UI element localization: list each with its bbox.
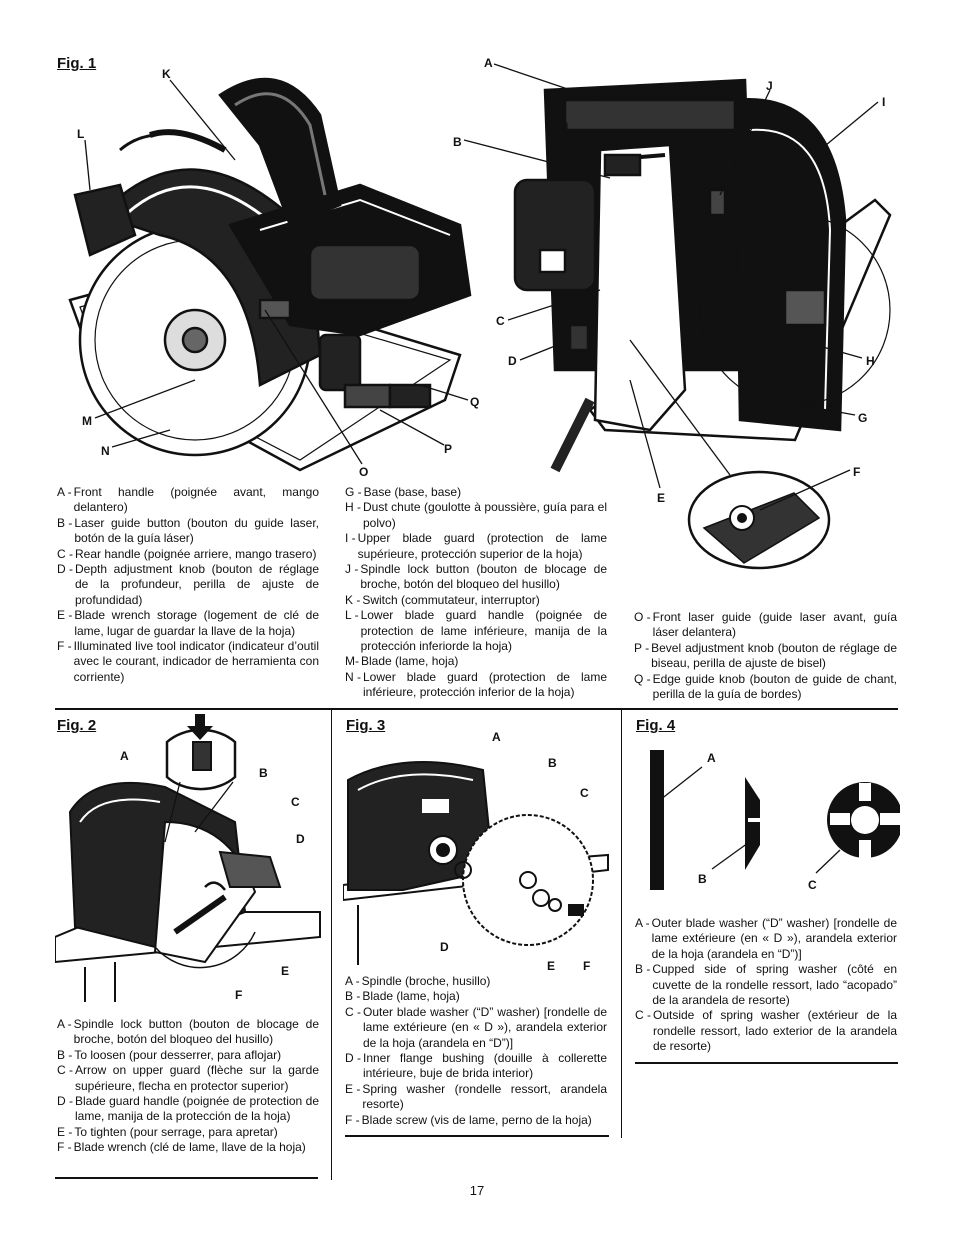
fig1-callout-b: B xyxy=(453,135,462,149)
fig4-callout-b: B xyxy=(698,872,707,886)
legend-item: C -Arrow on upper guard (flèche sur la g… xyxy=(57,1063,319,1093)
fig1-callout-e: E xyxy=(657,491,666,505)
legend-item: D -Depth adjustment knob (bouton de régl… xyxy=(57,562,319,607)
legend-item: N -Lower blade guard (protection de lame… xyxy=(345,669,607,700)
fig1-callout-p: P xyxy=(444,442,453,456)
legend-item: P -Bevel adjustment knob (bouton de régl… xyxy=(634,640,897,671)
legend-item: B -To loosen (pour desserrer, para afloj… xyxy=(57,1047,282,1062)
fig4-callout-c: C xyxy=(808,878,817,892)
legend-item: F -Blade wrench (clé de lame, llave de l… xyxy=(57,1140,306,1155)
legend-item: C -Rear handle (poignée arriere, mango t… xyxy=(57,546,317,561)
legend-item: H -Dust chute (goulotte à poussière, guí… xyxy=(345,500,607,530)
fig1-callout-i-lower: I xyxy=(565,120,569,134)
fig2-callout-a: A xyxy=(120,749,129,763)
legend-item: K -Switch (commutateur, interruptor) xyxy=(345,592,540,607)
fig4-bottom-rule xyxy=(635,1062,898,1064)
fig1-bottom-rule xyxy=(55,708,898,710)
legend-item: A -Spindle lock button (bouton de blocag… xyxy=(57,1017,319,1047)
fig1-callout-d: D xyxy=(508,354,517,368)
legend-item: B -Cupped side of spring washer (côté en… xyxy=(635,962,897,1008)
fig2-callout-f: F xyxy=(235,988,243,1002)
fig2-legend: A -Spindle lock button (bouton de blocag… xyxy=(57,1017,319,1156)
fig1-callout-g: G xyxy=(858,411,868,425)
legend-item: B -Blade (lame, hoja) xyxy=(345,989,460,1004)
fig2-callout-c: C xyxy=(291,795,300,809)
fig3-illustration xyxy=(343,761,609,965)
fig3-callout-d: D xyxy=(440,940,449,954)
legend-item: D -Blade guard handle (poignée de protec… xyxy=(57,1094,319,1124)
fig2-bottom-rule xyxy=(55,1177,318,1179)
page-number: 17 xyxy=(469,1183,485,1198)
fig1-callout-i-upper: I xyxy=(882,95,886,109)
legend-item: E -Spring washer (rondelle ressort, aran… xyxy=(345,1081,607,1112)
legend-item: O -Front laser guide (guide laser avant,… xyxy=(634,610,897,640)
fig1-title: Fig. 1 xyxy=(57,55,97,72)
divider-left xyxy=(331,710,332,1180)
fig1-callout-f: F xyxy=(853,465,861,479)
fig1-legend-col2: G -Base (base, base) H -Dust chute (goul… xyxy=(345,485,607,701)
fig1-callout-k: K xyxy=(162,67,171,81)
legend-item: B -Laser guide button (bouton du guide l… xyxy=(57,515,319,546)
fig1-callout-c: C xyxy=(496,314,505,328)
fig1-leader-lines xyxy=(84,63,879,511)
legend-item: C -Outside of spring washer (extérieur d… xyxy=(635,1008,897,1054)
fig1-saw-left-illustration xyxy=(68,77,472,472)
fig1-callout-l: L xyxy=(77,127,85,141)
fig3-callout-b: B xyxy=(548,756,557,770)
legend-item: E -Blade wrench storage (logement de clé… xyxy=(57,608,319,638)
legend-item: J -Spindle lock button (bouton de blocag… xyxy=(345,562,607,592)
fig3-callout-f: F xyxy=(583,959,591,973)
legend-item: L -Lower blade guard handle (poignée de … xyxy=(345,608,607,654)
fig1-callout-q: Q xyxy=(470,395,480,409)
legend-item: I -Upper blade guard (protection de lame… xyxy=(345,531,607,561)
fig4-callout-a: A xyxy=(707,751,716,765)
fig3-callout-c: C xyxy=(580,786,589,800)
legend-item: E -To tighten (pour serrage, para apreta… xyxy=(57,1124,278,1139)
fig1-callout-n: N xyxy=(101,444,110,458)
fig2-callout-e: E xyxy=(281,964,290,978)
legend-item: A -Outer blade washer (“D” washer) [rond… xyxy=(635,916,897,961)
legend-item: Q -Edge guide knob (bouton de guide de c… xyxy=(634,671,897,702)
fig3-bottom-rule xyxy=(345,1135,609,1137)
legend-item: A -Front handle (poignée avant, mango de… xyxy=(57,485,319,515)
fig3-title: Fig. 3 xyxy=(346,717,386,734)
fig1-callout-a: A xyxy=(484,56,493,70)
legend-item: F -Illuminated live tool indicator (indi… xyxy=(57,639,319,684)
fig3-callout-a: A xyxy=(492,730,501,744)
fig1-callout-h: H xyxy=(866,354,875,368)
fig4-legend: A -Outer blade washer (“D” washer) [rond… xyxy=(635,916,897,1055)
legend-item: M-Blade (lame, hoja) xyxy=(345,654,459,669)
legend-item: C -Outer blade washer (“D” washer) [rond… xyxy=(345,1004,607,1050)
legend-item: D -Inner flange bushing (douille à colle… xyxy=(345,1051,607,1081)
fig1-legend-col3: O -Front laser guide (guide laser avant,… xyxy=(634,610,897,702)
fig2-callout-d: D xyxy=(296,832,305,846)
fig2-illustration xyxy=(55,714,321,1002)
fig1-legend-col1: A -Front handle (poignée avant, mango de… xyxy=(57,485,319,685)
fig1-callout-j: J xyxy=(766,79,773,93)
legend-item: A -Spindle (broche, husillo) xyxy=(345,974,491,988)
legend-item: G -Base (base, base) xyxy=(345,485,462,499)
fig1-callout-m: M xyxy=(82,414,92,428)
fig2-title: Fig. 2 xyxy=(57,717,97,734)
divider-right xyxy=(621,710,622,1138)
fig1-indicator-inset xyxy=(687,470,831,570)
fig1-callout-o: O xyxy=(359,465,369,479)
legend-item: F -Blade screw (vis de lame, perno de la… xyxy=(345,1112,592,1127)
fig3-callout-e: E xyxy=(547,959,556,973)
fig1-saw-right-illustration xyxy=(513,78,892,473)
fig4-title: Fig. 4 xyxy=(636,717,676,734)
fig2-callout-b: B xyxy=(259,766,268,780)
fig3-legend: A -Spindle (broche, husillo) B -Blade (l… xyxy=(345,974,607,1128)
fig4-illustration xyxy=(650,750,900,890)
